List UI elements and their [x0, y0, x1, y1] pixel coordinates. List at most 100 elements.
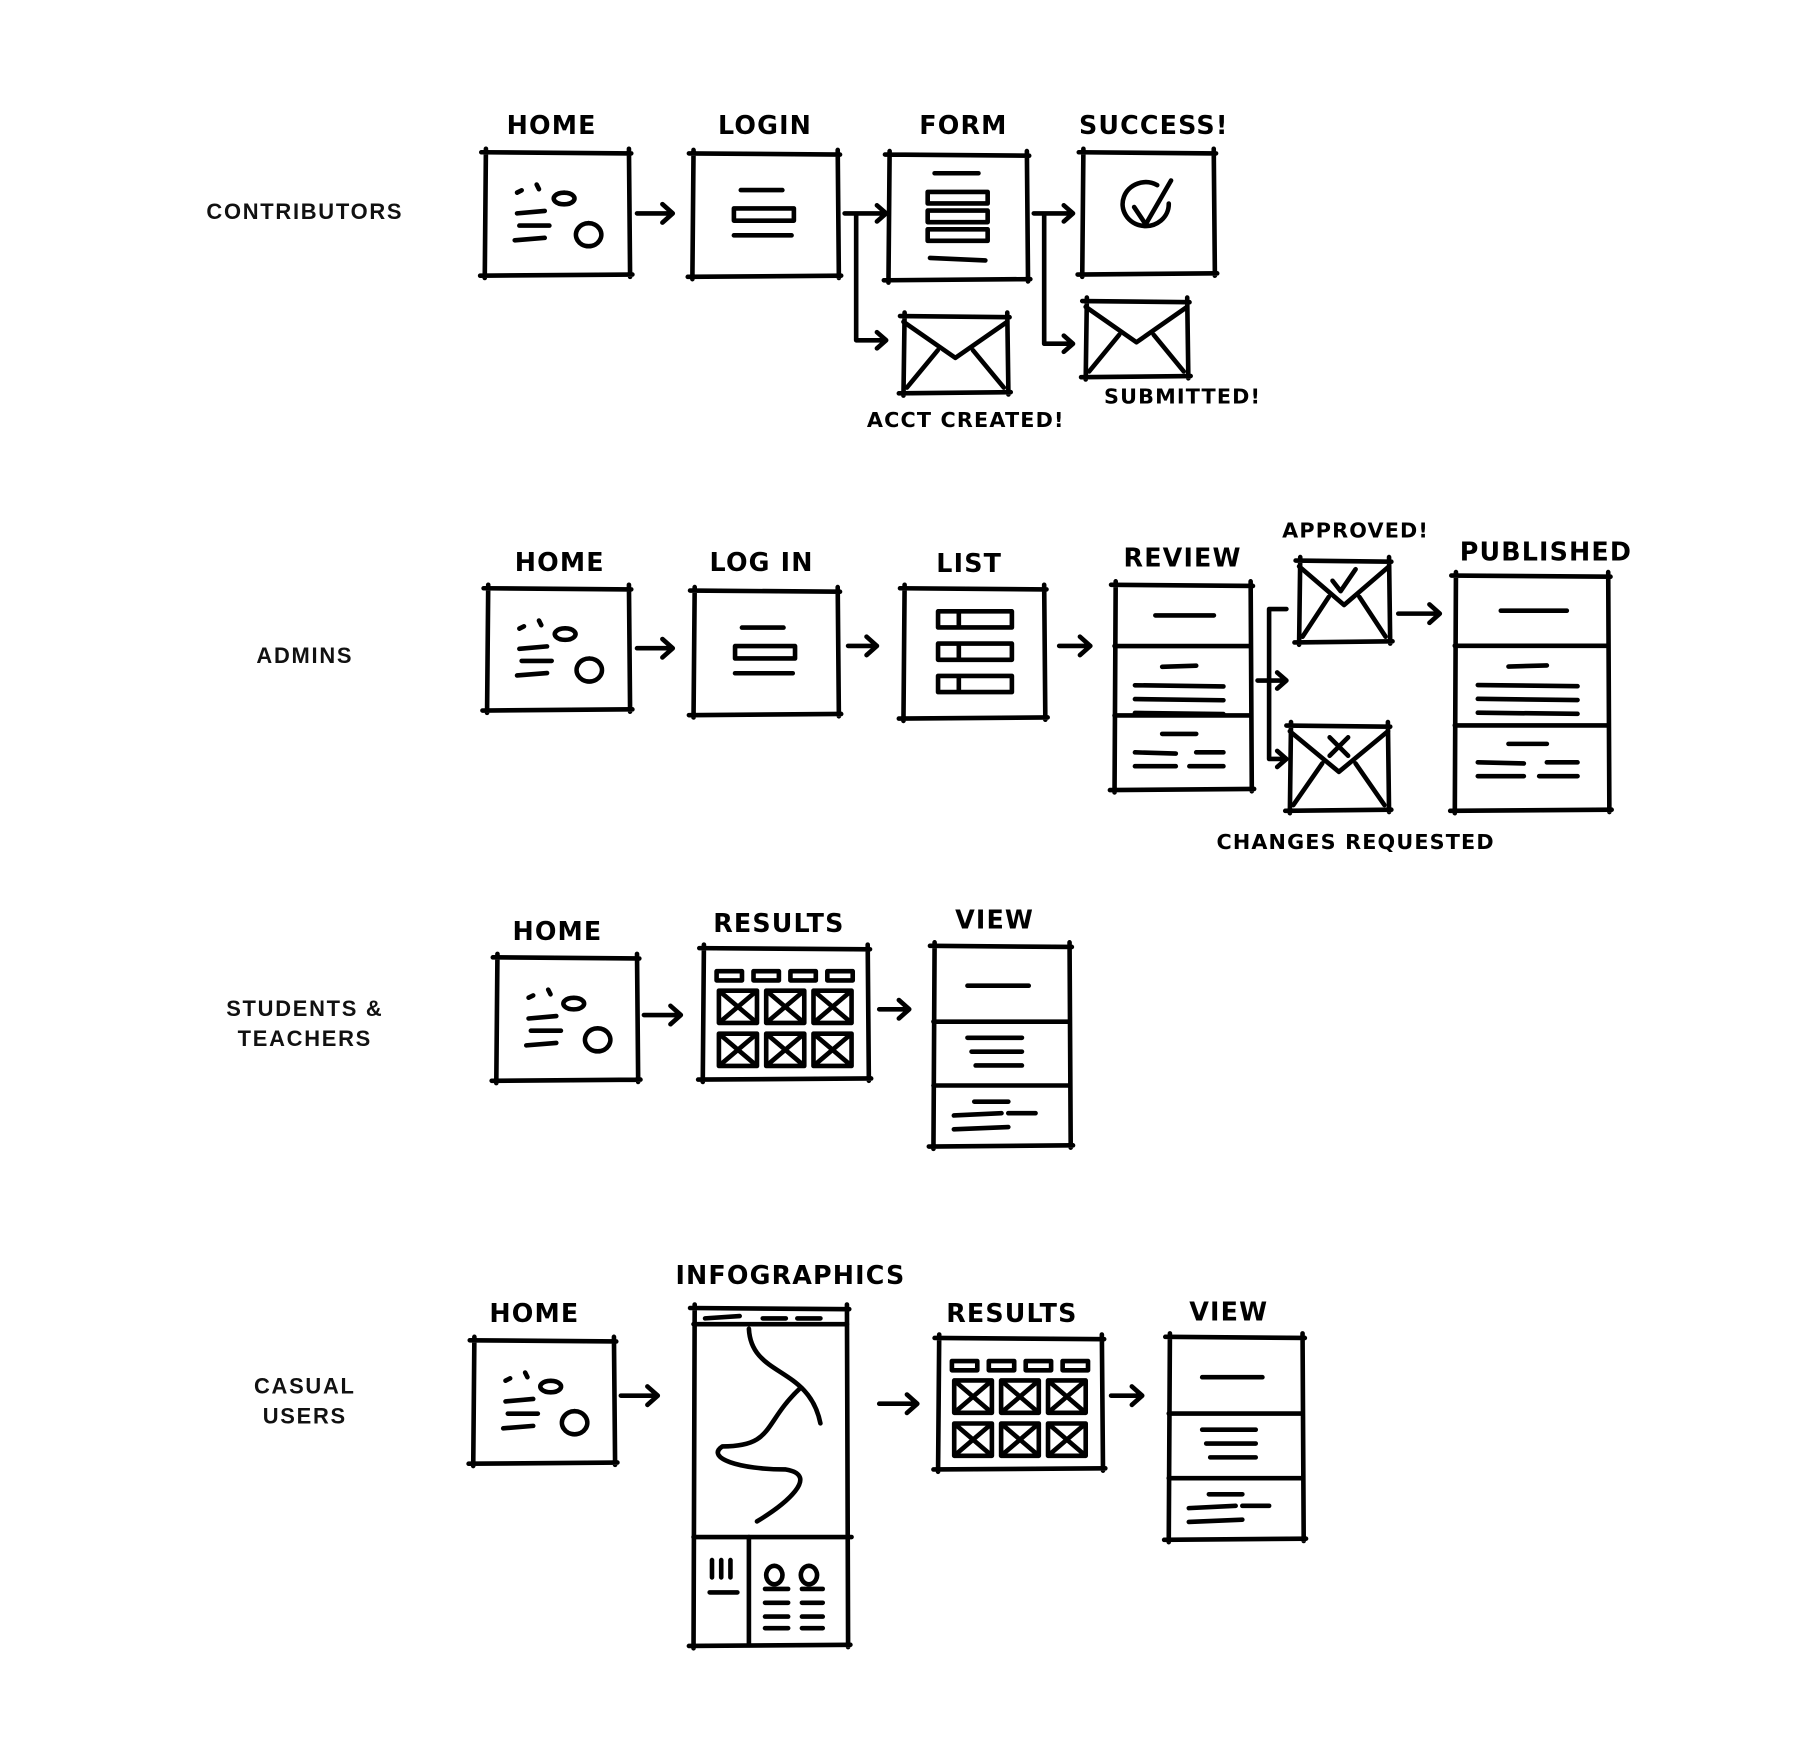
arrow-icon	[634, 636, 676, 660]
stroke	[1475, 696, 1580, 703]
stroke	[526, 993, 536, 1001]
login-screen-sketch	[685, 147, 844, 282]
results-screen-sketch	[695, 942, 874, 1085]
list-screen-sketch	[896, 582, 1050, 724]
arrow-icon	[845, 634, 880, 658]
stroke	[1327, 735, 1351, 759]
stroke	[500, 1423, 536, 1431]
stroke	[926, 940, 1076, 1152]
step-label-home: HOME	[507, 110, 597, 140]
stroke	[751, 968, 782, 983]
stroke	[927, 255, 988, 263]
stroke	[573, 220, 604, 249]
stroke	[1083, 304, 1190, 374]
stroke	[731, 206, 797, 223]
step-label-list: LIST	[936, 548, 1002, 578]
stroke	[1287, 728, 1391, 808]
stroke	[686, 1302, 853, 1651]
infographics-screen-sketch	[686, 1302, 854, 1651]
stroke	[517, 624, 527, 631]
step-label-success: SUCCESS!	[1079, 110, 1229, 140]
sketch-layer	[466, 146, 1614, 1651]
stroke	[1023, 1358, 1054, 1373]
stroke	[763, 1563, 820, 1587]
stroke	[1475, 710, 1580, 717]
step-label-login: LOGIN	[718, 110, 812, 140]
arrow-icon	[1108, 1384, 1145, 1408]
stroke	[931, 1332, 1108, 1475]
stroke	[1506, 663, 1550, 669]
changes-requested-email-icon	[1282, 719, 1394, 816]
lane-label-admins: ADMINS	[256, 643, 353, 668]
stroke	[1045, 1421, 1089, 1459]
step-label-view: VIEW	[1189, 1297, 1268, 1327]
stroke	[925, 226, 990, 244]
stroke	[811, 1031, 854, 1069]
stroke	[514, 188, 524, 195]
stroke	[1031, 203, 1076, 355]
stroke	[466, 1334, 620, 1469]
stroke	[522, 1370, 530, 1380]
stroke	[1161, 1331, 1309, 1545]
step-label-view: VIEW	[955, 905, 1034, 935]
stroke	[1159, 663, 1199, 670]
stroke	[1475, 682, 1580, 689]
stroke	[1475, 760, 1527, 766]
stroke	[1132, 696, 1226, 703]
arrow-icon	[641, 1003, 684, 1027]
arrow-icon	[876, 997, 912, 1021]
step-label-login: LOG IN	[710, 547, 814, 577]
view-screen-sketch	[926, 940, 1076, 1152]
stroke	[526, 1013, 559, 1021]
stroke	[935, 641, 1015, 663]
stroke	[716, 1031, 760, 1069]
home-screen-sketch	[480, 582, 635, 716]
stroke	[881, 148, 1033, 285]
stroke	[523, 1040, 559, 1048]
stroke	[1108, 1384, 1145, 1408]
view-screen-sketch	[1161, 1331, 1309, 1545]
stroke	[763, 1031, 807, 1069]
stroke	[534, 182, 542, 192]
stroke	[1292, 554, 1395, 648]
stroke	[1282, 719, 1394, 816]
arrow-icon	[634, 201, 676, 225]
stroke	[811, 988, 854, 1026]
stroke	[1447, 569, 1614, 816]
step-label-results: RESULTS	[713, 908, 844, 938]
stroke	[925, 208, 990, 225]
stroke	[901, 319, 1010, 390]
branch-arrow-icon	[842, 203, 889, 351]
note-acct-created: ACCT CREATED!	[867, 408, 1065, 432]
stroke	[480, 582, 635, 716]
stroke	[512, 235, 548, 243]
stroke	[561, 995, 587, 1012]
stroke	[641, 1003, 684, 1027]
home-screen-sketch	[489, 951, 643, 1086]
arrow-icon	[1395, 602, 1443, 626]
stroke	[951, 1124, 1011, 1132]
lane-label-students: STUDENTS &	[226, 996, 383, 1021]
stroke	[582, 1025, 613, 1054]
stroke	[1045, 1378, 1089, 1416]
stroke	[845, 634, 880, 658]
stroke	[951, 1378, 995, 1416]
published-screen-sketch	[1447, 569, 1614, 816]
stroke	[685, 147, 844, 282]
stroke	[788, 968, 819, 983]
stroke	[876, 997, 912, 1021]
step-label-results: RESULTS	[946, 1298, 1077, 1328]
stroke	[1132, 750, 1179, 756]
stroke	[935, 673, 1015, 695]
home-screen-sketch	[477, 146, 635, 281]
form-screen-sketch	[881, 148, 1033, 285]
stroke	[517, 644, 550, 652]
stroke	[949, 1358, 980, 1373]
stroke	[998, 1378, 1042, 1416]
stroke	[1186, 1503, 1238, 1511]
stroke	[951, 1421, 995, 1459]
success-screen-sketch	[1075, 146, 1220, 280]
step-label-home: HOME	[489, 1298, 579, 1328]
note-changes-requested: CHANGES REQUESTED	[1216, 830, 1494, 854]
stroke	[634, 636, 676, 660]
